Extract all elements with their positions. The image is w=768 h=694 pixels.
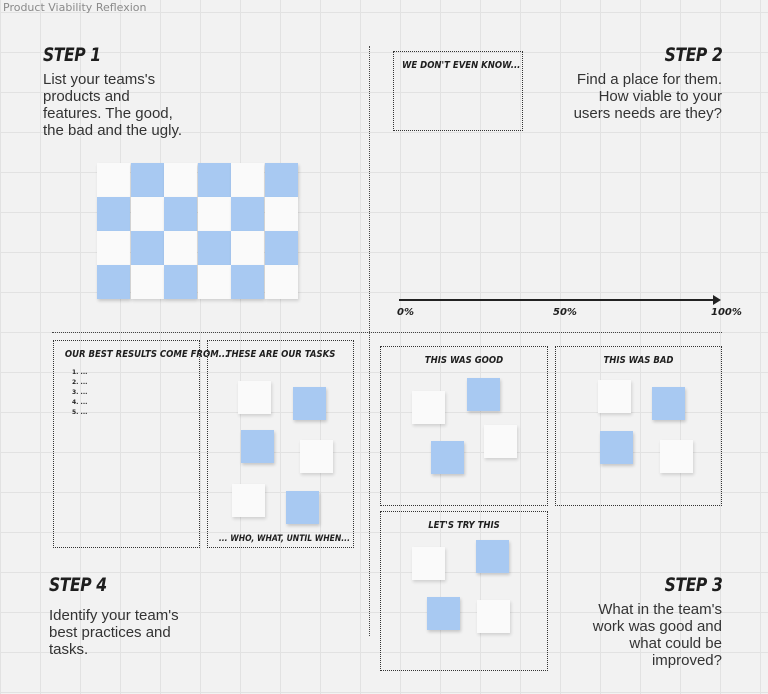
- sticky-note[interactable]: [265, 231, 298, 265]
- sticky-note[interactable]: [232, 484, 265, 517]
- step3-heading: STEP 3: [664, 574, 722, 596]
- sticky-note[interactable]: [293, 387, 326, 420]
- sticky-note[interactable]: [231, 265, 264, 299]
- horizontal-divider: [52, 332, 722, 333]
- list-item: 2. ...: [72, 379, 88, 386]
- sticky-note[interactable]: [198, 197, 231, 231]
- list-item: 4. ...: [72, 399, 88, 406]
- vertical-divider: [369, 46, 370, 636]
- list-item: 1. ...: [72, 369, 88, 376]
- this-was-bad-title: THIS WAS BAD: [603, 355, 674, 366]
- sticky-note[interactable]: [97, 265, 130, 299]
- sticky-note[interactable]: [164, 197, 197, 231]
- this-was-good-box[interactable]: THIS WAS GOOD: [380, 346, 548, 506]
- sticky-note[interactable]: [131, 231, 164, 265]
- sticky-note[interactable]: [265, 265, 298, 299]
- dont-know-title: WE DON'T EVEN KNOW...: [402, 60, 521, 71]
- list-item: 5. ...: [72, 409, 88, 416]
- sticky-note[interactable]: [198, 163, 231, 197]
- sticky-note[interactable]: [198, 265, 231, 299]
- sticky-note[interactable]: [431, 441, 464, 474]
- this-was-good-title: THIS WAS GOOD: [424, 355, 504, 366]
- sticky-note[interactable]: [476, 540, 509, 573]
- list-item: 3. ...: [72, 389, 88, 396]
- step2-heading: STEP 2: [664, 44, 722, 66]
- sticky-note-grid[interactable]: [97, 163, 298, 299]
- step1-heading: STEP 1: [43, 44, 101, 66]
- best-results-title: OUR BEST RESULTS COME FROM...: [64, 349, 229, 360]
- tasks-title: THESE ARE OUR TASKS: [225, 349, 336, 360]
- sticky-note[interactable]: [164, 265, 197, 299]
- sticky-note[interactable]: [131, 197, 164, 231]
- sticky-note[interactable]: [286, 491, 319, 524]
- sticky-note[interactable]: [231, 163, 264, 197]
- step4-heading: STEP 4: [49, 574, 107, 596]
- step3-text: What in the team's work was good and wha…: [592, 601, 722, 669]
- sticky-note[interactable]: [484, 425, 517, 458]
- sticky-note[interactable]: [467, 378, 500, 411]
- sticky-note[interactable]: [131, 265, 164, 299]
- tasks-footer: ... WHO, WHAT, UNTIL WHEN...: [218, 534, 351, 544]
- sticky-note[interactable]: [427, 597, 460, 630]
- lets-try-this-title: LET'S TRY THIS: [428, 520, 500, 531]
- sticky-note[interactable]: [598, 380, 631, 413]
- sticky-note[interactable]: [198, 231, 231, 265]
- sticky-note[interactable]: [241, 430, 274, 463]
- axis-label-50: 50%: [553, 307, 577, 318]
- sticky-note[interactable]: [238, 381, 271, 414]
- sticky-note[interactable]: [131, 163, 164, 197]
- step2-text: Find a place for them. How viable to you…: [573, 71, 722, 122]
- frame-title: Product Viability Reflexion: [3, 1, 147, 14]
- tasks-box[interactable]: THESE ARE OUR TASKS ... WHO, WHAT, UNTIL…: [207, 340, 354, 548]
- sticky-note[interactable]: [600, 431, 633, 464]
- sticky-note[interactable]: [265, 197, 298, 231]
- viability-axis: [399, 295, 721, 305]
- best-results-list: 1. ... 2. ... 3. ... 4. ... 5. ...: [72, 368, 87, 418]
- sticky-note[interactable]: [652, 387, 685, 420]
- sticky-note[interactable]: [412, 547, 445, 580]
- sticky-note[interactable]: [300, 440, 333, 473]
- sticky-note[interactable]: [164, 163, 197, 197]
- this-was-bad-box[interactable]: THIS WAS BAD: [555, 346, 722, 506]
- sticky-note[interactable]: [412, 391, 445, 424]
- sticky-note[interactable]: [231, 197, 264, 231]
- sticky-note[interactable]: [660, 440, 693, 473]
- sticky-note[interactable]: [97, 197, 130, 231]
- sticky-note[interactable]: [231, 231, 264, 265]
- step4-text: Identify your team's best practices and …: [49, 607, 179, 658]
- dont-know-box[interactable]: WE DON'T EVEN KNOW...: [393, 51, 523, 131]
- sticky-note[interactable]: [97, 231, 130, 265]
- sticky-note[interactable]: [164, 231, 197, 265]
- sticky-note[interactable]: [265, 163, 298, 197]
- axis-label-100: 100%: [711, 307, 742, 318]
- sticky-note[interactable]: [477, 600, 510, 633]
- best-results-box[interactable]: OUR BEST RESULTS COME FROM... 1. ... 2. …: [53, 340, 229, 548]
- step1-text: List your teams's products and features.…: [43, 71, 182, 139]
- axis-label-0: 0%: [397, 307, 414, 318]
- sticky-note[interactable]: [97, 163, 130, 197]
- lets-try-this-box[interactable]: LET'S TRY THIS: [380, 511, 548, 671]
